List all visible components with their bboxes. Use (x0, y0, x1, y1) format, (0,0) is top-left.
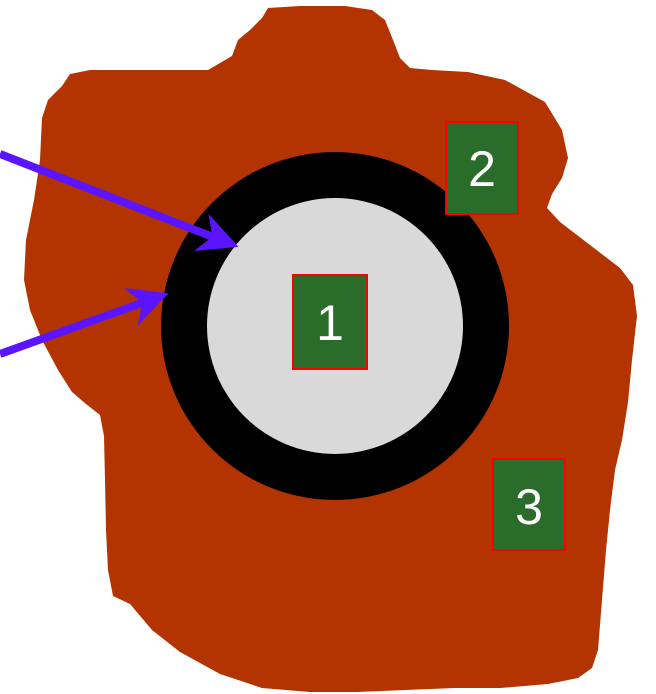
label-1-box (292, 274, 368, 370)
label-2-box (445, 121, 519, 215)
label-2-text: 2 (468, 141, 496, 197)
label-3-box (492, 458, 566, 551)
label-2-marker: 2 (445, 121, 519, 215)
label-1-marker: 1 (292, 274, 368, 370)
label-3-marker: 3 (492, 458, 566, 551)
arrow-upper (0, 150, 239, 252)
arrow-lower (0, 288, 169, 358)
label-3-text: 3 (515, 479, 543, 535)
label-1-text: 1 (316, 295, 344, 351)
